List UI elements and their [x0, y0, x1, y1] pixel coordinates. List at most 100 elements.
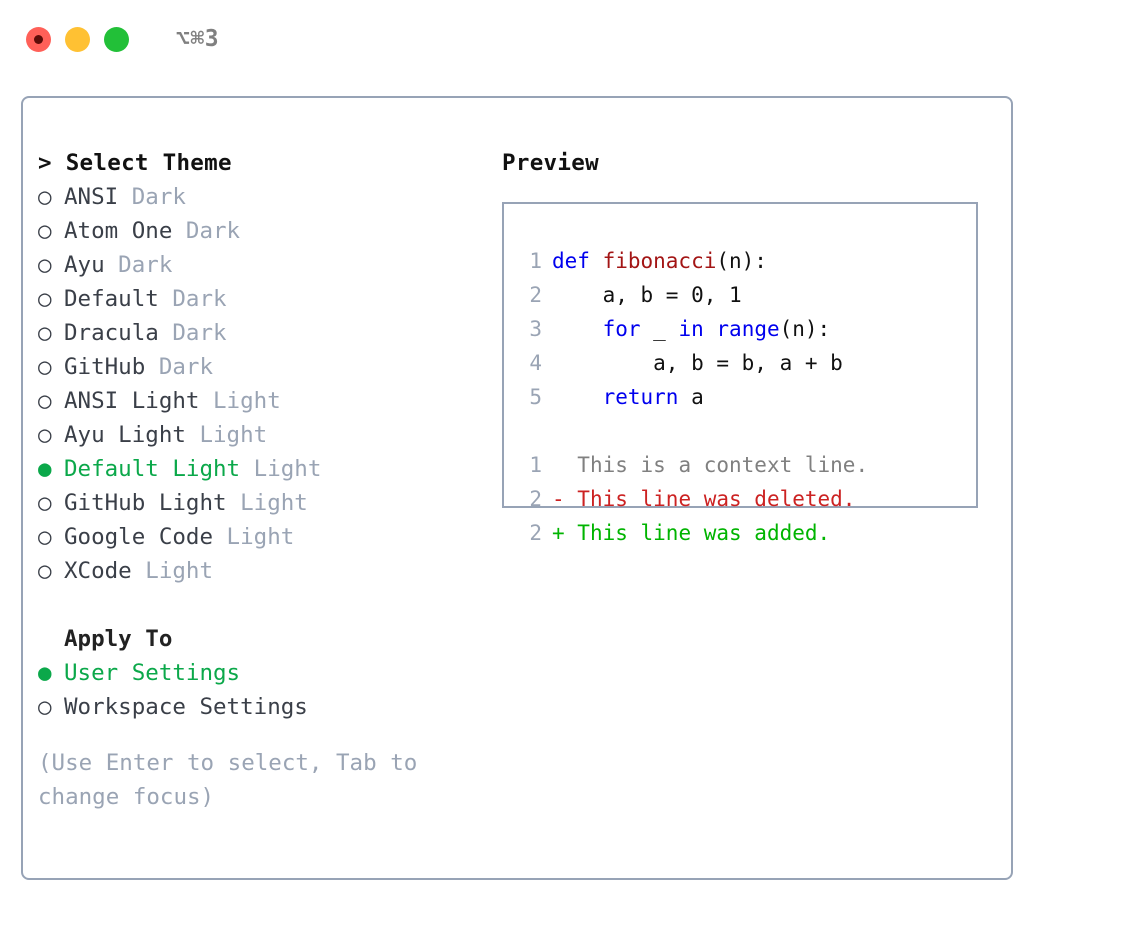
radio-unselected-icon[interactable]: ○ — [38, 218, 52, 244]
theme-list-item[interactable]: ○ Ayu Dark — [38, 248, 488, 282]
window-title: ⌥⌘3 — [176, 26, 220, 52]
traffic-lights — [26, 26, 129, 52]
theme-category: Dark — [172, 218, 241, 244]
code-token: (n): — [779, 317, 831, 341]
theme-category: Light — [213, 524, 295, 550]
theme-list-item[interactable]: ○Ayu Light Light — [38, 418, 488, 452]
theme-category: Light — [226, 490, 308, 516]
maximize-button-icon[interactable] — [104, 26, 129, 52]
preview-title: Preview — [502, 150, 599, 176]
theme-name: Dracula — [64, 320, 159, 346]
radio-selected-icon[interactable]: ● — [38, 456, 52, 482]
theme-name: Atom One — [64, 218, 173, 244]
theme-name: Google Code — [64, 524, 214, 550]
apply-to-header: Apply To — [38, 622, 488, 656]
title-bar: ⌥⌘3 — [0, 0, 1140, 78]
line-number: 5 — [529, 385, 542, 409]
theme-name: Default — [64, 286, 159, 312]
list-spacer — [38, 588, 488, 622]
theme-name: Ayu — [64, 252, 105, 278]
diff-line: 2+ This line was added. — [520, 516, 976, 550]
radio-unselected-icon[interactable]: ○ — [38, 490, 52, 516]
theme-category: Light — [131, 558, 214, 584]
code-token: (n): — [716, 249, 767, 273]
radio-unselected-icon[interactable]: ○ — [38, 320, 52, 346]
radio-selected-icon[interactable]: ● — [38, 660, 52, 686]
theme-list-item[interactable]: ● Default Light Light — [38, 452, 488, 486]
radio-unselected-icon[interactable]: ○ — [38, 184, 52, 210]
code-token: fibonacci — [602, 249, 717, 273]
code-token: range — [716, 317, 780, 341]
theme-category: Dark — [158, 320, 227, 346]
theme-list-item[interactable]: ○ XCode Light — [38, 554, 488, 588]
theme-list-item[interactable]: ○ Default Dark — [38, 282, 488, 316]
code-line: 5 return a — [520, 380, 976, 414]
line-number: 2 — [529, 283, 542, 307]
code-token — [552, 385, 603, 409]
line-number: 4 — [529, 351, 542, 375]
theme-list-item[interactable]: ○ ANSI Dark — [38, 180, 488, 214]
theme-name: ANSI — [64, 184, 119, 210]
apply-to-options[interactable]: ●User Settings ○ Workspace Settings — [38, 656, 488, 724]
radio-unselected-icon[interactable]: ○ — [38, 524, 52, 550]
keyboard-hint: (Use Enter to select, Tab to change focu… — [38, 750, 418, 810]
apply-to-option[interactable]: ○ Workspace Settings — [38, 690, 488, 724]
diff-marker: + — [552, 521, 578, 545]
code-line: 4 a, b = b, a + b — [520, 346, 976, 380]
radio-unselected-icon[interactable]: ○ — [38, 422, 52, 448]
radio-unselected-icon[interactable]: ○ — [38, 286, 52, 312]
theme-name: Ayu Light — [64, 422, 186, 448]
diff-marker: - — [552, 487, 578, 511]
code-token: a — [678, 385, 704, 409]
code-token: def — [552, 249, 603, 273]
code-token: return — [602, 385, 679, 409]
theme-picker-panel: > Select Theme ○ANSI Dark○Atom One Dark○… — [38, 146, 488, 814]
theme-list-item[interactable]: ○ GitHub Dark — [38, 350, 488, 384]
code-diff-gap — [520, 414, 976, 448]
theme-category: Light — [240, 456, 322, 482]
minimize-button-icon[interactable] — [65, 26, 90, 52]
diff-marker — [552, 453, 577, 477]
radio-unselected-icon[interactable]: ○ — [38, 694, 52, 720]
code-token — [704, 317, 717, 341]
apply-to-header-label: Apply To — [64, 626, 173, 652]
theme-category: Dark — [118, 184, 186, 210]
theme-list-item[interactable]: ○ Dracula Dark — [38, 316, 488, 350]
line-number: 1 — [529, 453, 542, 477]
theme-list-item[interactable]: ○ GitHub Light Light — [38, 486, 488, 520]
theme-list-item[interactable]: ○ Google Code Light — [38, 520, 488, 554]
radio-unselected-icon[interactable]: ○ — [38, 354, 52, 380]
diff-sample: 1 This is a context line.2- This line wa… — [520, 448, 976, 550]
diff-line: 1 This is a context line. — [520, 448, 976, 482]
close-button-icon[interactable] — [26, 26, 51, 52]
theme-name: GitHub Light — [64, 490, 227, 516]
theme-category: Dark — [145, 354, 214, 380]
theme-list-item[interactable]: ○ Atom One Dark — [38, 214, 488, 248]
radio-unselected-icon[interactable]: ○ — [38, 558, 52, 584]
theme-category: Dark — [104, 252, 173, 278]
dialog-frame: > Select Theme ○ANSI Dark○Atom One Dark○… — [21, 96, 1013, 880]
code-line: 3 for _ in range(n): — [520, 312, 976, 346]
code-line: 1 def fibonacci(n): — [520, 244, 976, 278]
radio-unselected-icon[interactable]: ○ — [38, 252, 52, 278]
code-token: in — [678, 317, 704, 341]
theme-category: Light — [199, 388, 281, 414]
theme-list[interactable]: ○ ANSI Dark ○ Atom One Dark ○ Ayu Dark ○ Defaul… — [38, 180, 488, 588]
code-line: 2 a, b = 0, 1 — [520, 278, 976, 312]
theme-list-item[interactable]: ○ANSI Light Light — [38, 384, 488, 418]
theme-name: Default Light — [64, 456, 241, 482]
line-number: 1 — [529, 249, 542, 273]
code-token: a, b = b, a + b — [552, 351, 843, 375]
apply-to-option[interactable]: ●User Settings — [38, 656, 488, 690]
theme-name: XCode — [64, 558, 132, 584]
theme-name: GitHub — [64, 354, 146, 380]
code-token: a, b = 0, 1 — [552, 283, 742, 307]
code-token: for — [602, 317, 641, 341]
radio-unselected-icon[interactable]: ○ — [38, 388, 52, 414]
apply-to-label: Workspace Settings — [64, 694, 308, 720]
theme-category: Dark — [158, 286, 227, 312]
apply-to-header-indent — [38, 622, 64, 656]
